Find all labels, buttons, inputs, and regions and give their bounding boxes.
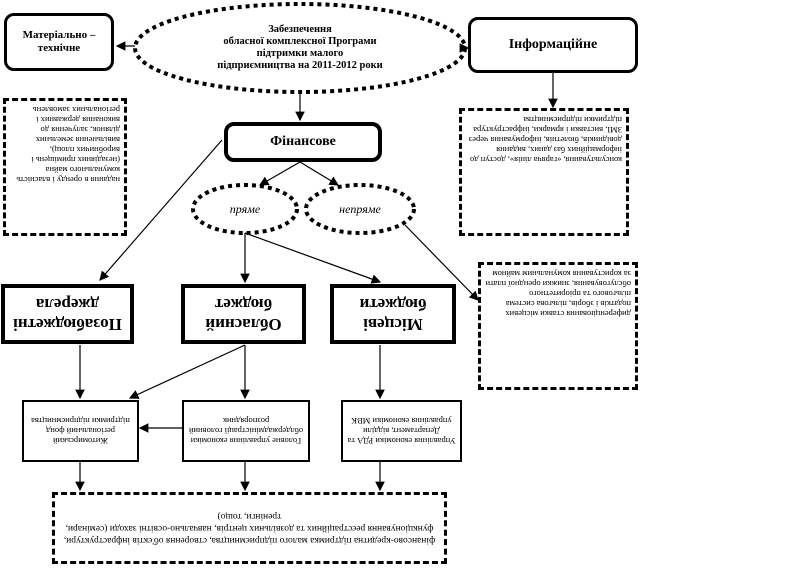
informational-note-text: консультування, «гаряча лінія», доступ д…	[468, 115, 622, 165]
direct-label: пряме	[229, 201, 261, 216]
material-note-text: надання в оренду і власність комунальног…	[16, 105, 120, 185]
material-note: надання в оренду і власність комунальног…	[3, 98, 127, 236]
central-title: Забезпечення обласної комплексної Програ…	[217, 24, 383, 71]
bottom-note-text: фінансово-кредитна підтримка малого підп…	[63, 511, 436, 545]
regional-fund-box: Житомирський регіональний фонд підтримки…	[22, 400, 139, 462]
extrabudget-box: Позабюджетні джерела	[1, 284, 134, 344]
material-box: Матеріально – технічне	[4, 13, 114, 71]
indirect-label: непряме	[339, 201, 381, 216]
local-budgets-label: Місцеві бюджети	[359, 295, 427, 334]
indirect-ellipse	[304, 183, 416, 235]
material-label: Матеріально – технічне	[22, 29, 96, 54]
main-economy-box: Головне управління економіки облдержадмі…	[182, 400, 310, 462]
main-economy-label: Головне управління економіки облдержадмі…	[188, 416, 304, 446]
informational-note: консультування, «гаряча лінія», доступ д…	[459, 108, 629, 236]
oblast-budget-label: Обласний бюджет	[205, 295, 282, 334]
local-budgets-box: Місцеві бюджети	[330, 284, 456, 344]
regional-fund-label: Житомирський регіональний фонд підтримки…	[31, 416, 130, 446]
oblast-budget-box: Обласний бюджет	[181, 284, 306, 344]
informational-box: Інформаційне	[468, 17, 638, 73]
direct-ellipse	[191, 183, 299, 235]
extrabudget-label: Позабюджетні джерела	[13, 295, 122, 334]
informational-label: Інформаційне	[508, 37, 598, 52]
financial-box: Фінансове	[224, 122, 382, 162]
financial-label: Фінансове	[270, 134, 336, 149]
indirect-note-text: диференціювання ставки місцевих податків…	[485, 269, 631, 319]
bottom-note: фінансово-кредитна підтримка малого підп…	[52, 492, 447, 564]
indirect-note: диференціювання ставки місцевих податків…	[478, 262, 638, 390]
local-economy-box: Управління економіки РДА та Департамент,…	[341, 400, 462, 462]
local-economy-label: Управління економіки РДА та Департамент,…	[347, 416, 456, 446]
